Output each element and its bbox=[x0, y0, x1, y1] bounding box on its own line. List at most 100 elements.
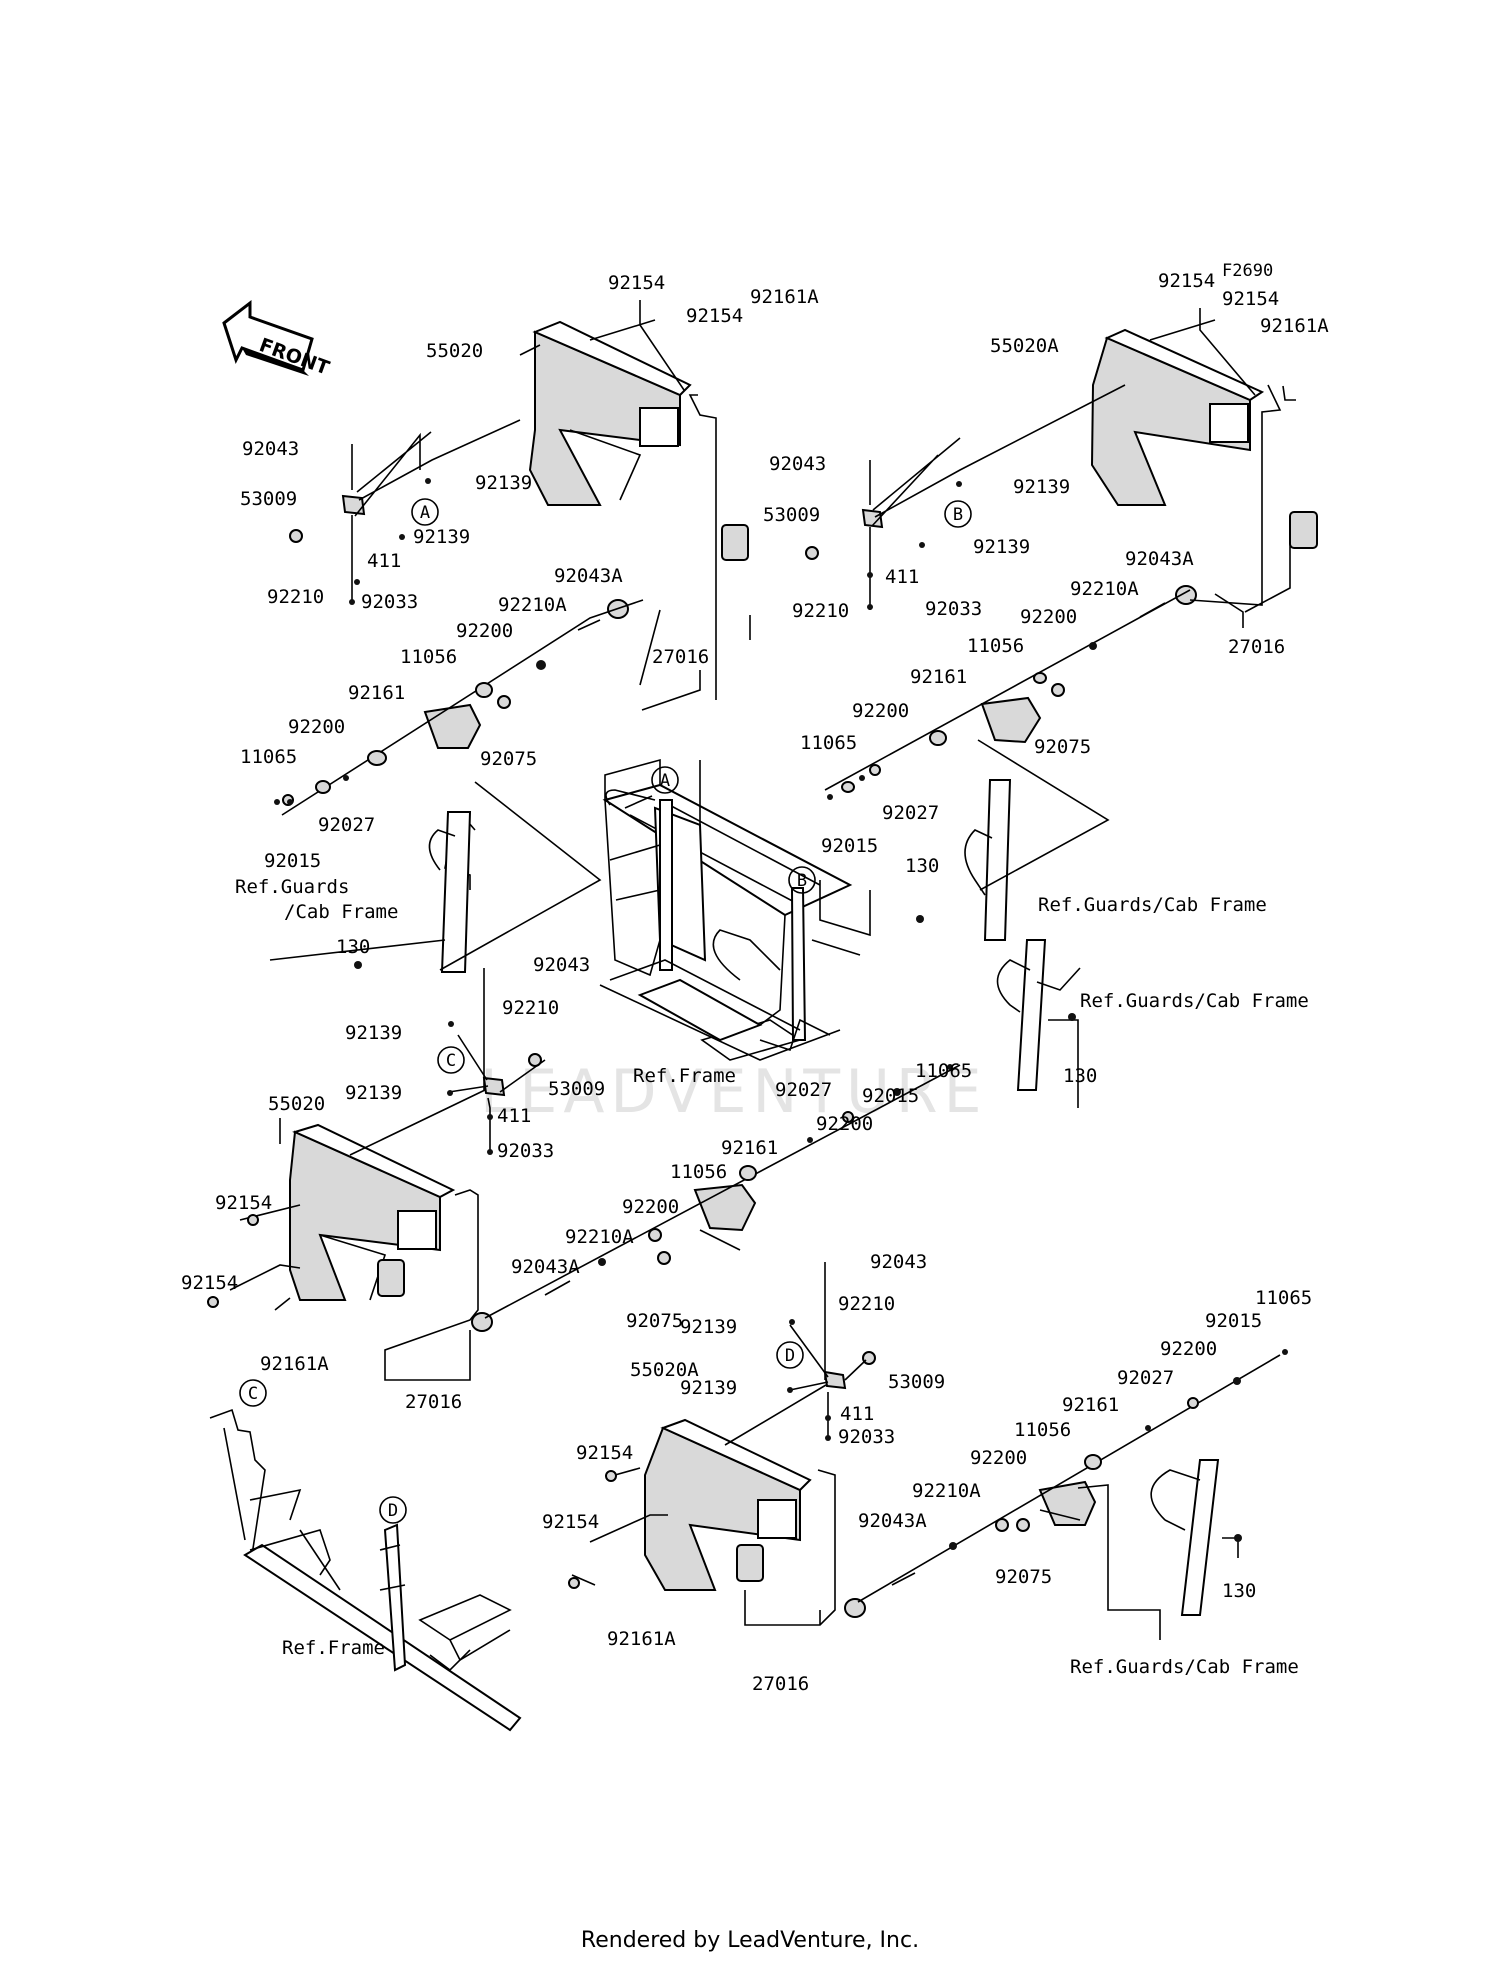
part-label: 11065 bbox=[1255, 1287, 1312, 1309]
part-label: 11065 bbox=[915, 1060, 972, 1082]
leader-lines-4 bbox=[571, 1324, 1281, 1640]
part-label: 27016 bbox=[752, 1673, 809, 1695]
guard-tube-4 bbox=[1150, 1459, 1220, 1616]
part-label: 92200 bbox=[1020, 606, 1077, 628]
svg-text:B: B bbox=[797, 871, 807, 891]
part-label: 92154 bbox=[1158, 270, 1215, 292]
storage-box-left-rear bbox=[289, 1123, 456, 1301]
bracket-3 bbox=[693, 1183, 757, 1232]
part-label: 92139 bbox=[475, 472, 532, 494]
part-label: 92154 bbox=[181, 1272, 238, 1294]
nut-92210-3 bbox=[528, 1053, 542, 1067]
part-label: 92210A bbox=[498, 594, 567, 616]
svg-text:C: C bbox=[248, 1384, 258, 1404]
storage-box-left-front bbox=[528, 320, 692, 506]
bracket-53009-2 bbox=[861, 508, 884, 529]
ref-label: Ref.Guards bbox=[235, 876, 349, 898]
part-label: 92161A bbox=[260, 1353, 329, 1375]
part-label: 92139 bbox=[973, 536, 1030, 558]
part-label: 92154 bbox=[542, 1511, 599, 1533]
callout-b-1: B bbox=[944, 500, 972, 528]
part-label: 55020 bbox=[426, 340, 483, 362]
part-label: 11056 bbox=[670, 1161, 727, 1183]
part-label: 92015 bbox=[821, 835, 878, 857]
cushion-pad-4 bbox=[736, 1544, 764, 1582]
bracket-4 bbox=[1038, 1480, 1097, 1526]
part-label: 55020 bbox=[268, 1093, 325, 1115]
ref-label: Ref.Guards/Cab Frame bbox=[1070, 1656, 1299, 1678]
part-label: 92027 bbox=[1117, 1367, 1174, 1389]
part-label: 92139 bbox=[345, 1022, 402, 1044]
part-label: 92027 bbox=[318, 814, 375, 836]
guard-tube-center-a bbox=[605, 789, 673, 971]
callout-a-2: A bbox=[651, 766, 679, 794]
cushion-pad-3 bbox=[377, 1259, 405, 1297]
part-label: 92139 bbox=[680, 1316, 737, 1338]
washers-1 bbox=[274, 478, 546, 969]
guard-tube-center-b bbox=[712, 887, 807, 1041]
cushion-pad-2 bbox=[1289, 511, 1318, 549]
part-label: 92200 bbox=[288, 716, 345, 738]
storage-box-right-front bbox=[1090, 328, 1265, 506]
bolt-92043A-3 bbox=[544, 1280, 571, 1296]
svg-text:C: C bbox=[446, 1051, 456, 1071]
front-arrow-icon: FRONT bbox=[222, 299, 332, 380]
part-label: 11056 bbox=[967, 635, 1024, 657]
part-label: 92154 bbox=[1222, 288, 1279, 310]
part-label: 411 bbox=[885, 566, 919, 588]
bracket-2 bbox=[980, 696, 1042, 744]
part-label: 411 bbox=[497, 1105, 531, 1127]
part-label: 92210 bbox=[838, 1293, 895, 1315]
part-label: 53009 bbox=[763, 504, 820, 526]
part-label: 92043A bbox=[511, 1256, 580, 1278]
part-label: 92043 bbox=[242, 438, 299, 460]
part-label: 92139 bbox=[1013, 476, 1070, 498]
part-label: 92210A bbox=[912, 1480, 981, 1502]
frame-center-lower bbox=[599, 959, 841, 1061]
bolt-92043A-1 bbox=[577, 619, 601, 631]
part-label: 92075 bbox=[480, 748, 537, 770]
part-label: 92161 bbox=[348, 682, 405, 704]
bracket-53009-4 bbox=[823, 1370, 847, 1390]
guard-tube-2 bbox=[964, 779, 1012, 941]
frame-lower-left bbox=[209, 1408, 522, 1732]
part-label: 130 bbox=[336, 936, 370, 958]
part-label: 11056 bbox=[1014, 1419, 1071, 1441]
part-label: 92043 bbox=[769, 453, 826, 475]
part-label: 92033 bbox=[925, 598, 982, 620]
storage-box-right-rear bbox=[644, 1418, 812, 1591]
part-label: 55020A bbox=[990, 335, 1059, 357]
part-label: 92075 bbox=[995, 1566, 1052, 1588]
callout-c-2: C bbox=[239, 1379, 267, 1407]
part-label: 27016 bbox=[1228, 636, 1285, 658]
bracket-53009-3 bbox=[482, 1076, 506, 1097]
callout-d-2: D bbox=[379, 1496, 407, 1524]
leader-lines-2 bbox=[824, 308, 1296, 891]
part-label: 92027 bbox=[882, 802, 939, 824]
nut-92210-1 bbox=[289, 529, 303, 543]
guard-tube-3 bbox=[996, 939, 1047, 1091]
part-label: 92200 bbox=[622, 1196, 679, 1218]
washers-4 bbox=[568, 1319, 1288, 1589]
part-label: 92043A bbox=[554, 565, 623, 587]
part-label: 92161 bbox=[721, 1137, 778, 1159]
part-label: 53009 bbox=[548, 1078, 605, 1100]
part-label: 130 bbox=[1222, 1580, 1256, 1602]
ref-label: /Cab Frame bbox=[284, 901, 398, 923]
grommet-2 bbox=[1175, 585, 1197, 605]
part-label: 92033 bbox=[497, 1140, 554, 1162]
callout-d-1: D bbox=[776, 1341, 804, 1369]
callout-b-2: B bbox=[788, 866, 816, 894]
part-label: 11056 bbox=[400, 646, 457, 668]
part-label: 92015 bbox=[1205, 1310, 1262, 1332]
part-label: 92200 bbox=[456, 620, 513, 642]
part-label: 130 bbox=[905, 855, 939, 877]
part-label: 11065 bbox=[800, 732, 857, 754]
part-label: 92043 bbox=[870, 1251, 927, 1273]
guard-tube-1 bbox=[428, 811, 476, 973]
part-label: 411 bbox=[367, 550, 401, 572]
part-label: 92200 bbox=[852, 700, 909, 722]
part-label: 92075 bbox=[626, 1310, 683, 1332]
part-label: 92161A bbox=[750, 286, 819, 308]
